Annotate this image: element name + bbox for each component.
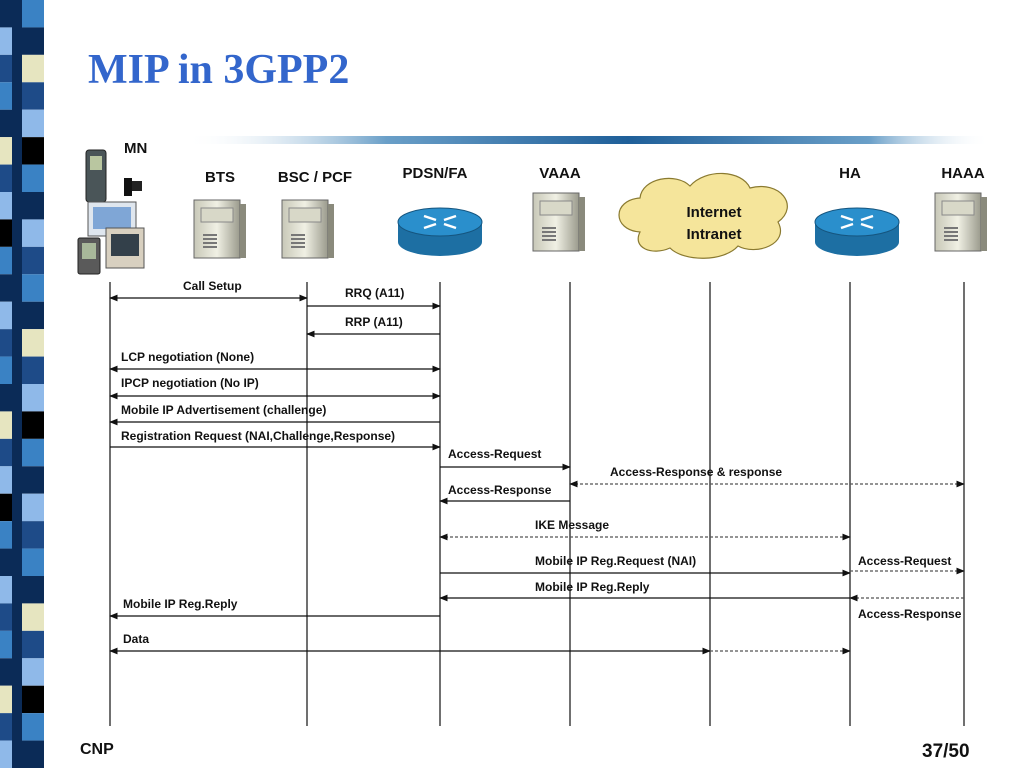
entity-label-haaa: HAAA (941, 165, 984, 182)
message-label: Access-Response (448, 483, 552, 497)
message-7: Registration Request (NAI,Challenge,Resp… (110, 429, 441, 451)
entity-label-vaaa: VAAA (539, 165, 581, 182)
footer-label: CNP (80, 741, 114, 758)
message-label: Access-Response & response (610, 465, 782, 479)
server-icon (281, 199, 334, 259)
decorative-stripe (0, 0, 58, 768)
message-label: IPCP negotiation (No IP) (121, 376, 259, 390)
message-label: Access-Request (858, 554, 951, 568)
cloud-label-line2: Intranet (686, 226, 741, 243)
message-1: Call Setup (109, 279, 308, 302)
message-15: Access-Response (849, 594, 964, 621)
mobile-devices-icon (77, 149, 145, 275)
message-2: RRQ (A11) (307, 286, 441, 310)
message-4: LCP negotiation (None) (109, 350, 441, 373)
page-number: 37/50 (922, 741, 970, 762)
message-label: Mobile IP Reg.Reply (535, 580, 650, 594)
message-12: Mobile IP Reg.Request (NAI) (440, 554, 851, 577)
router-icon (814, 207, 900, 256)
cloud-label-line1: Internet (686, 204, 741, 221)
entity-label-ha: HA (839, 165, 861, 182)
message-8: Access-Request (440, 447, 571, 471)
server-icon (193, 199, 246, 259)
message-label: Call Setup (183, 279, 242, 293)
slide-title: MIP in 3GPP2 (88, 47, 350, 93)
message-label: RRQ (A11) (345, 286, 404, 300)
server-icon (934, 192, 987, 252)
header-banner (185, 136, 990, 144)
entity-label-bsc: BSC / PCF (278, 169, 352, 186)
message-label: Mobile IP Reg.Request (NAI) (535, 554, 696, 568)
message-3: RRP (A11) (306, 315, 440, 338)
message-label: Data (123, 632, 149, 646)
cloud-icon (618, 172, 788, 259)
entity-label-mn: MN (124, 140, 147, 157)
message-label: Registration Request (NAI,Challenge,Resp… (121, 429, 395, 443)
entity-label-pdsn: PDSN/FA (402, 165, 467, 182)
router-icon (397, 207, 483, 256)
message-17: Data (109, 632, 851, 655)
message-10: Access-Response (439, 483, 570, 505)
entity-label-bts: BTS (205, 169, 235, 186)
message-label: Mobile IP Advertisement (challenge) (121, 403, 326, 417)
message-label: LCP negotiation (None) (121, 350, 254, 364)
message-label: Mobile IP Reg.Reply (123, 597, 238, 611)
message-label: Access-Response (858, 607, 962, 621)
message-6: Mobile IP Advertisement (challenge) (109, 403, 440, 426)
message-13: Access-Request (850, 554, 965, 575)
message-9: Access-Response & response (569, 465, 965, 488)
message-16: Mobile IP Reg.Reply (109, 597, 440, 620)
message-label: Access-Request (448, 447, 541, 461)
message-14: Mobile IP Reg.Reply (439, 580, 850, 602)
message-label: RRP (A11) (345, 315, 403, 329)
message-5: IPCP negotiation (No IP) (109, 376, 441, 400)
message-11: IKE Message (439, 518, 851, 541)
server-icon (532, 192, 585, 252)
message-label: IKE Message (535, 518, 609, 532)
